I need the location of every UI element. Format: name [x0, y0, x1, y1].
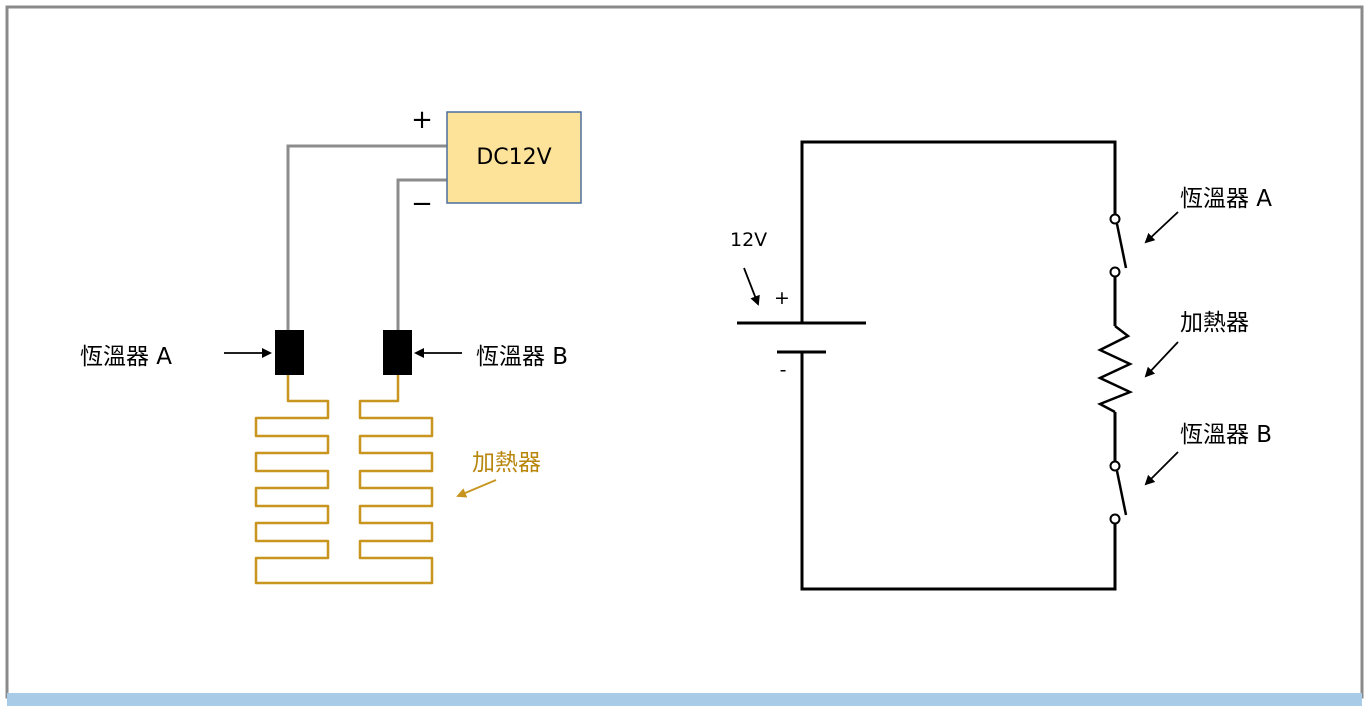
- voltage-label: 12V: [730, 229, 767, 251]
- battery-negative-sign: -: [780, 359, 787, 381]
- thermostat-b-block: [383, 330, 412, 375]
- bottom-bar: [7, 693, 1362, 706]
- schematic-left-top-wire: [800, 140, 1117, 323]
- positive-wire: [286, 144, 455, 330]
- voltage-arrow: [743, 267, 760, 306]
- right-schematic: 12V + - 恆溫器 A 加熱器 恆溫器 B: [730, 140, 1272, 591]
- switch-b-bottom-contact: [1109, 513, 1121, 525]
- positive-sign: +: [411, 105, 433, 135]
- figure-border: [5, 5, 1364, 699]
- switch-b-blade: [1115, 470, 1128, 516]
- power-supply-box: [446, 111, 582, 204]
- schematic-thermostat-b-label: 恆溫器 B: [1180, 422, 1272, 448]
- schematic-heater-label: 加熱器: [1180, 310, 1249, 336]
- thermostat-a-block: [275, 330, 304, 375]
- negative-sign: −: [411, 189, 433, 219]
- heater-arrow: [456, 479, 497, 498]
- schematic-heater-arrow: [1144, 341, 1179, 378]
- switch-a-bottom-contact: [1109, 266, 1121, 278]
- heater-resistor: [1097, 325, 1134, 414]
- power-supply-label: DC12V: [476, 145, 551, 170]
- schematic-thermostat-b-arrow: [1144, 451, 1179, 486]
- left-wiring-diagram: DC12V + − 恆溫器 A 恆溫器 B 加熱器: [80, 105, 582, 585]
- heater-label: 加熱器: [472, 450, 541, 476]
- battery-positive-sign: +: [774, 287, 790, 309]
- negative-wire: [396, 178, 455, 330]
- schematic-thermostat-a-label: 恆溫器 A: [1180, 186, 1272, 212]
- switch-a-top-contact: [1109, 213, 1121, 225]
- switch-a-blade: [1115, 223, 1128, 269]
- schematic-left-bottom-wire: [800, 352, 1117, 591]
- switch-b-top-contact: [1109, 460, 1121, 472]
- schematic-thermostat-a-arrow: [1144, 211, 1179, 244]
- thermostat-b-label: 恆溫器 B: [476, 344, 568, 370]
- heater-coil: [254, 375, 434, 585]
- thermostat-a-label: 恆溫器 A: [80, 344, 172, 370]
